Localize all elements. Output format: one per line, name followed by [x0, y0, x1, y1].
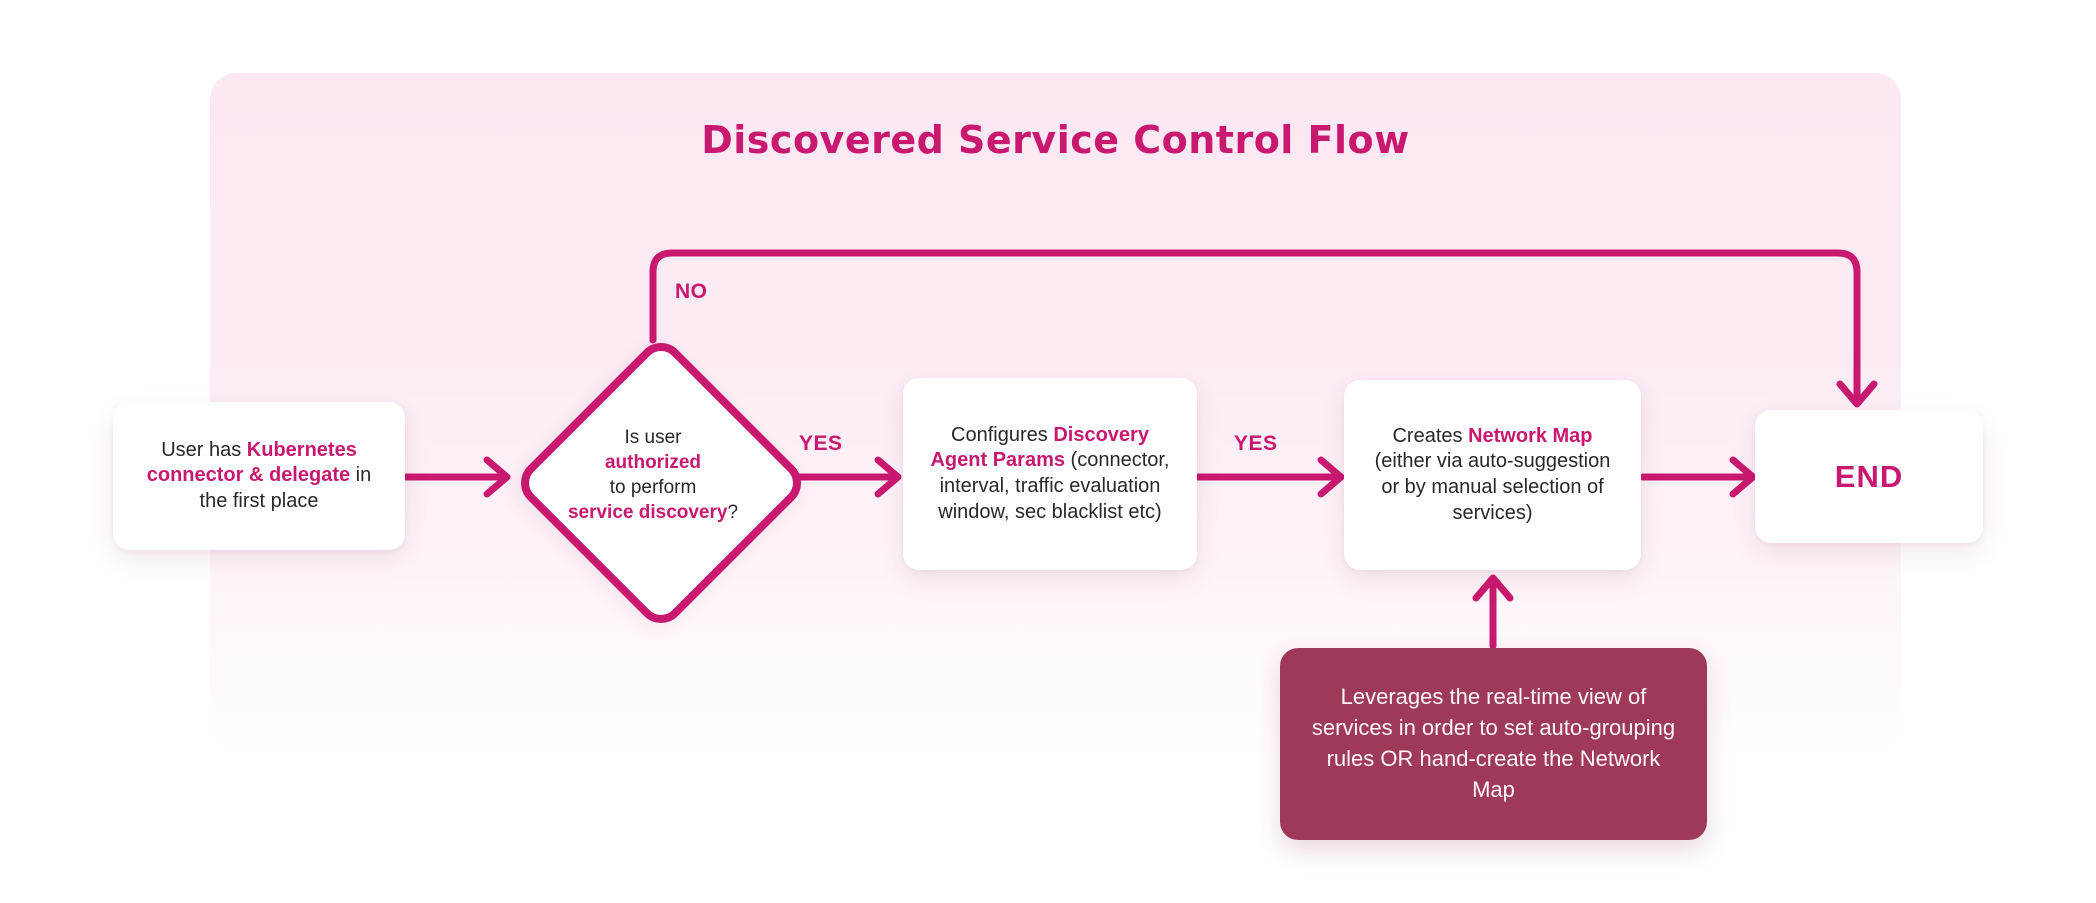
decision-line-1: Is user [624, 426, 682, 448]
create-text-pre: Creates [1392, 424, 1469, 447]
create-text-post: (either via auto-suggestion or by manual… [1374, 450, 1611, 524]
start-text-pre: User has [161, 438, 247, 461]
configure-text-pre: Configures [951, 423, 1054, 446]
note-node: Leverages the real-time view of services… [1280, 648, 1707, 840]
create-network-map-node: Creates Network Map (either via auto-sug… [1344, 380, 1641, 570]
edge-label-yes-1: YES [799, 432, 843, 455]
configure-text-accent: Discovery Agent Params [930, 423, 1149, 472]
decision-line-4: service discovery? [568, 500, 738, 525]
diagram-title: Discovered Service Control Flow [701, 118, 1410, 162]
decision-line-3: to perform [609, 477, 697, 498]
start-node-text: User has Kubernetes connector & delegate… [113, 428, 405, 525]
edge-label-no: NO [675, 280, 708, 303]
start-text-post: in the first place [199, 464, 372, 512]
decision-line-4-accent: service discovery [567, 502, 728, 524]
create-node-text: Creates Network Map (either via auto-sug… [1344, 414, 1641, 536]
edge-label-yes-2: YES [1234, 432, 1278, 455]
configure-node: Configures Discovery Agent Params (conne… [903, 378, 1197, 570]
end-node: END [1755, 410, 1983, 543]
note-node-text: Leverages the real-time view of services… [1311, 684, 1676, 802]
decision-diamond-text: Is user authorized to perform service di… [543, 400, 763, 550]
decision-line-4-suffix: ? [727, 502, 739, 524]
start-node: User has Kubernetes connector & delegate… [113, 402, 405, 550]
create-text-accent: Network Map [1468, 424, 1593, 447]
start-text-accent: Kubernetes connector & delegate [146, 438, 357, 487]
end-node-label: END [1834, 458, 1904, 494]
configure-text-post: (connector, interval, traffic evaluation… [938, 449, 1170, 523]
decision-line-2: authorized [604, 451, 702, 473]
configure-node-text: Configures Discovery Agent Params (conne… [903, 413, 1197, 535]
